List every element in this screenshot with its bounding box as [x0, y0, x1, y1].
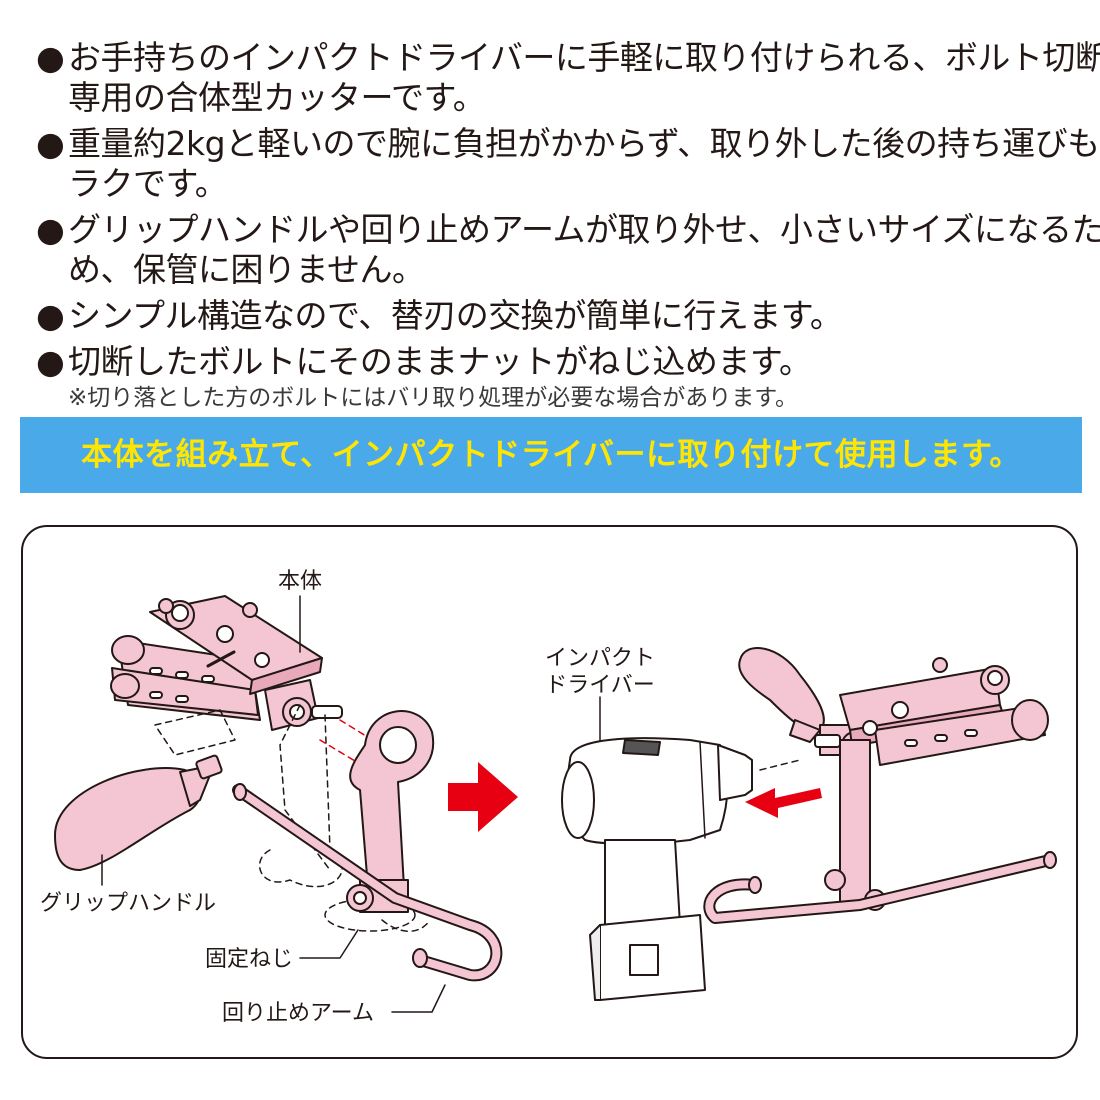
bullet: ●: [36, 342, 65, 381]
feature-text-cont: め、保管に困りません。: [68, 250, 425, 289]
diagram-panel: [21, 525, 1078, 1059]
transition-arrow-icon: [448, 762, 518, 832]
label-anti-rotation-arm: 回り止めアーム: [222, 1001, 374, 1026]
feature-text: 重量約2kgと軽いので腕に負担がかからず、取り外した後の持ち運びも: [68, 124, 1100, 163]
bullet: ●: [36, 296, 65, 335]
label-impact-driver-1: インパクト: [545, 646, 655, 671]
label-fixing-screw: 固定ねじ: [205, 947, 293, 972]
feature-text: お手持ちのインパクトドライバーに手軽に取り付けられる、ボルト切断: [68, 38, 1100, 77]
label-grip-handle: グリップハンドル: [40, 891, 216, 916]
insert-arrow-icon: [745, 788, 822, 818]
feature-text: グリップハンドルや回り止めアームが取り外せ、小さいサイズになるた: [68, 210, 1100, 249]
assembled-cutter-illustration: [738, 647, 1049, 911]
feature-note: ※切り落とした方のボルトにはバリ取り処理が必要な場合があります。: [68, 385, 798, 411]
feature-text-cont: ラクです。: [68, 164, 228, 203]
feature-text: シンプル構造なので、替刃の交換が簡単に行えます。: [68, 296, 843, 335]
grip-handle-part: [54, 754, 223, 871]
anti-rotation-arm-part: [232, 783, 503, 982]
impact-driver-illustration: [561, 737, 801, 1001]
feature-text-cont: 専用の合体型カッターです。: [68, 78, 486, 117]
usage-banner: 本体を組み立て、インパクトドライバーに取り付けて使用します。: [20, 417, 1082, 493]
feature-item: ● お手持ちのインパクトドライバーに手軽に取り付けられる、ボルト切断 専用の合体…: [36, 38, 1100, 118]
bullet: ●: [36, 124, 65, 163]
assembled-arm: [703, 851, 1057, 924]
feature-text: 切断したボルトにそのままナットがねじ込めます。: [68, 342, 812, 381]
feature-item: ● 切断したボルトにそのままナットがねじ込めます。 ※切り落とした方のボルトには…: [36, 342, 1076, 412]
feature-item: ● シンプル構造なので、替刃の交換が簡単に行えます。: [36, 296, 1076, 336]
feature-list: ● お手持ちのインパクトドライバーに手軽に取り付けられる、ボルト切断 専用の合体…: [36, 38, 1100, 418]
bullet: ●: [36, 210, 65, 249]
label-impact-driver-2: ドライバー: [545, 673, 655, 698]
label-body: 本体: [278, 569, 322, 594]
feature-item: ● 重量約2kgと軽いので腕に負担がかからず、取り外した後の持ち運びも ラクです…: [36, 124, 1100, 204]
feature-item: ● グリップハンドルや回り止めアームが取り外せ、小さいサイズになるた め、保管に…: [36, 210, 1100, 290]
bullet: ●: [36, 38, 65, 77]
lever-part: [346, 710, 435, 913]
cutter-body-exploded: [110, 595, 343, 731]
